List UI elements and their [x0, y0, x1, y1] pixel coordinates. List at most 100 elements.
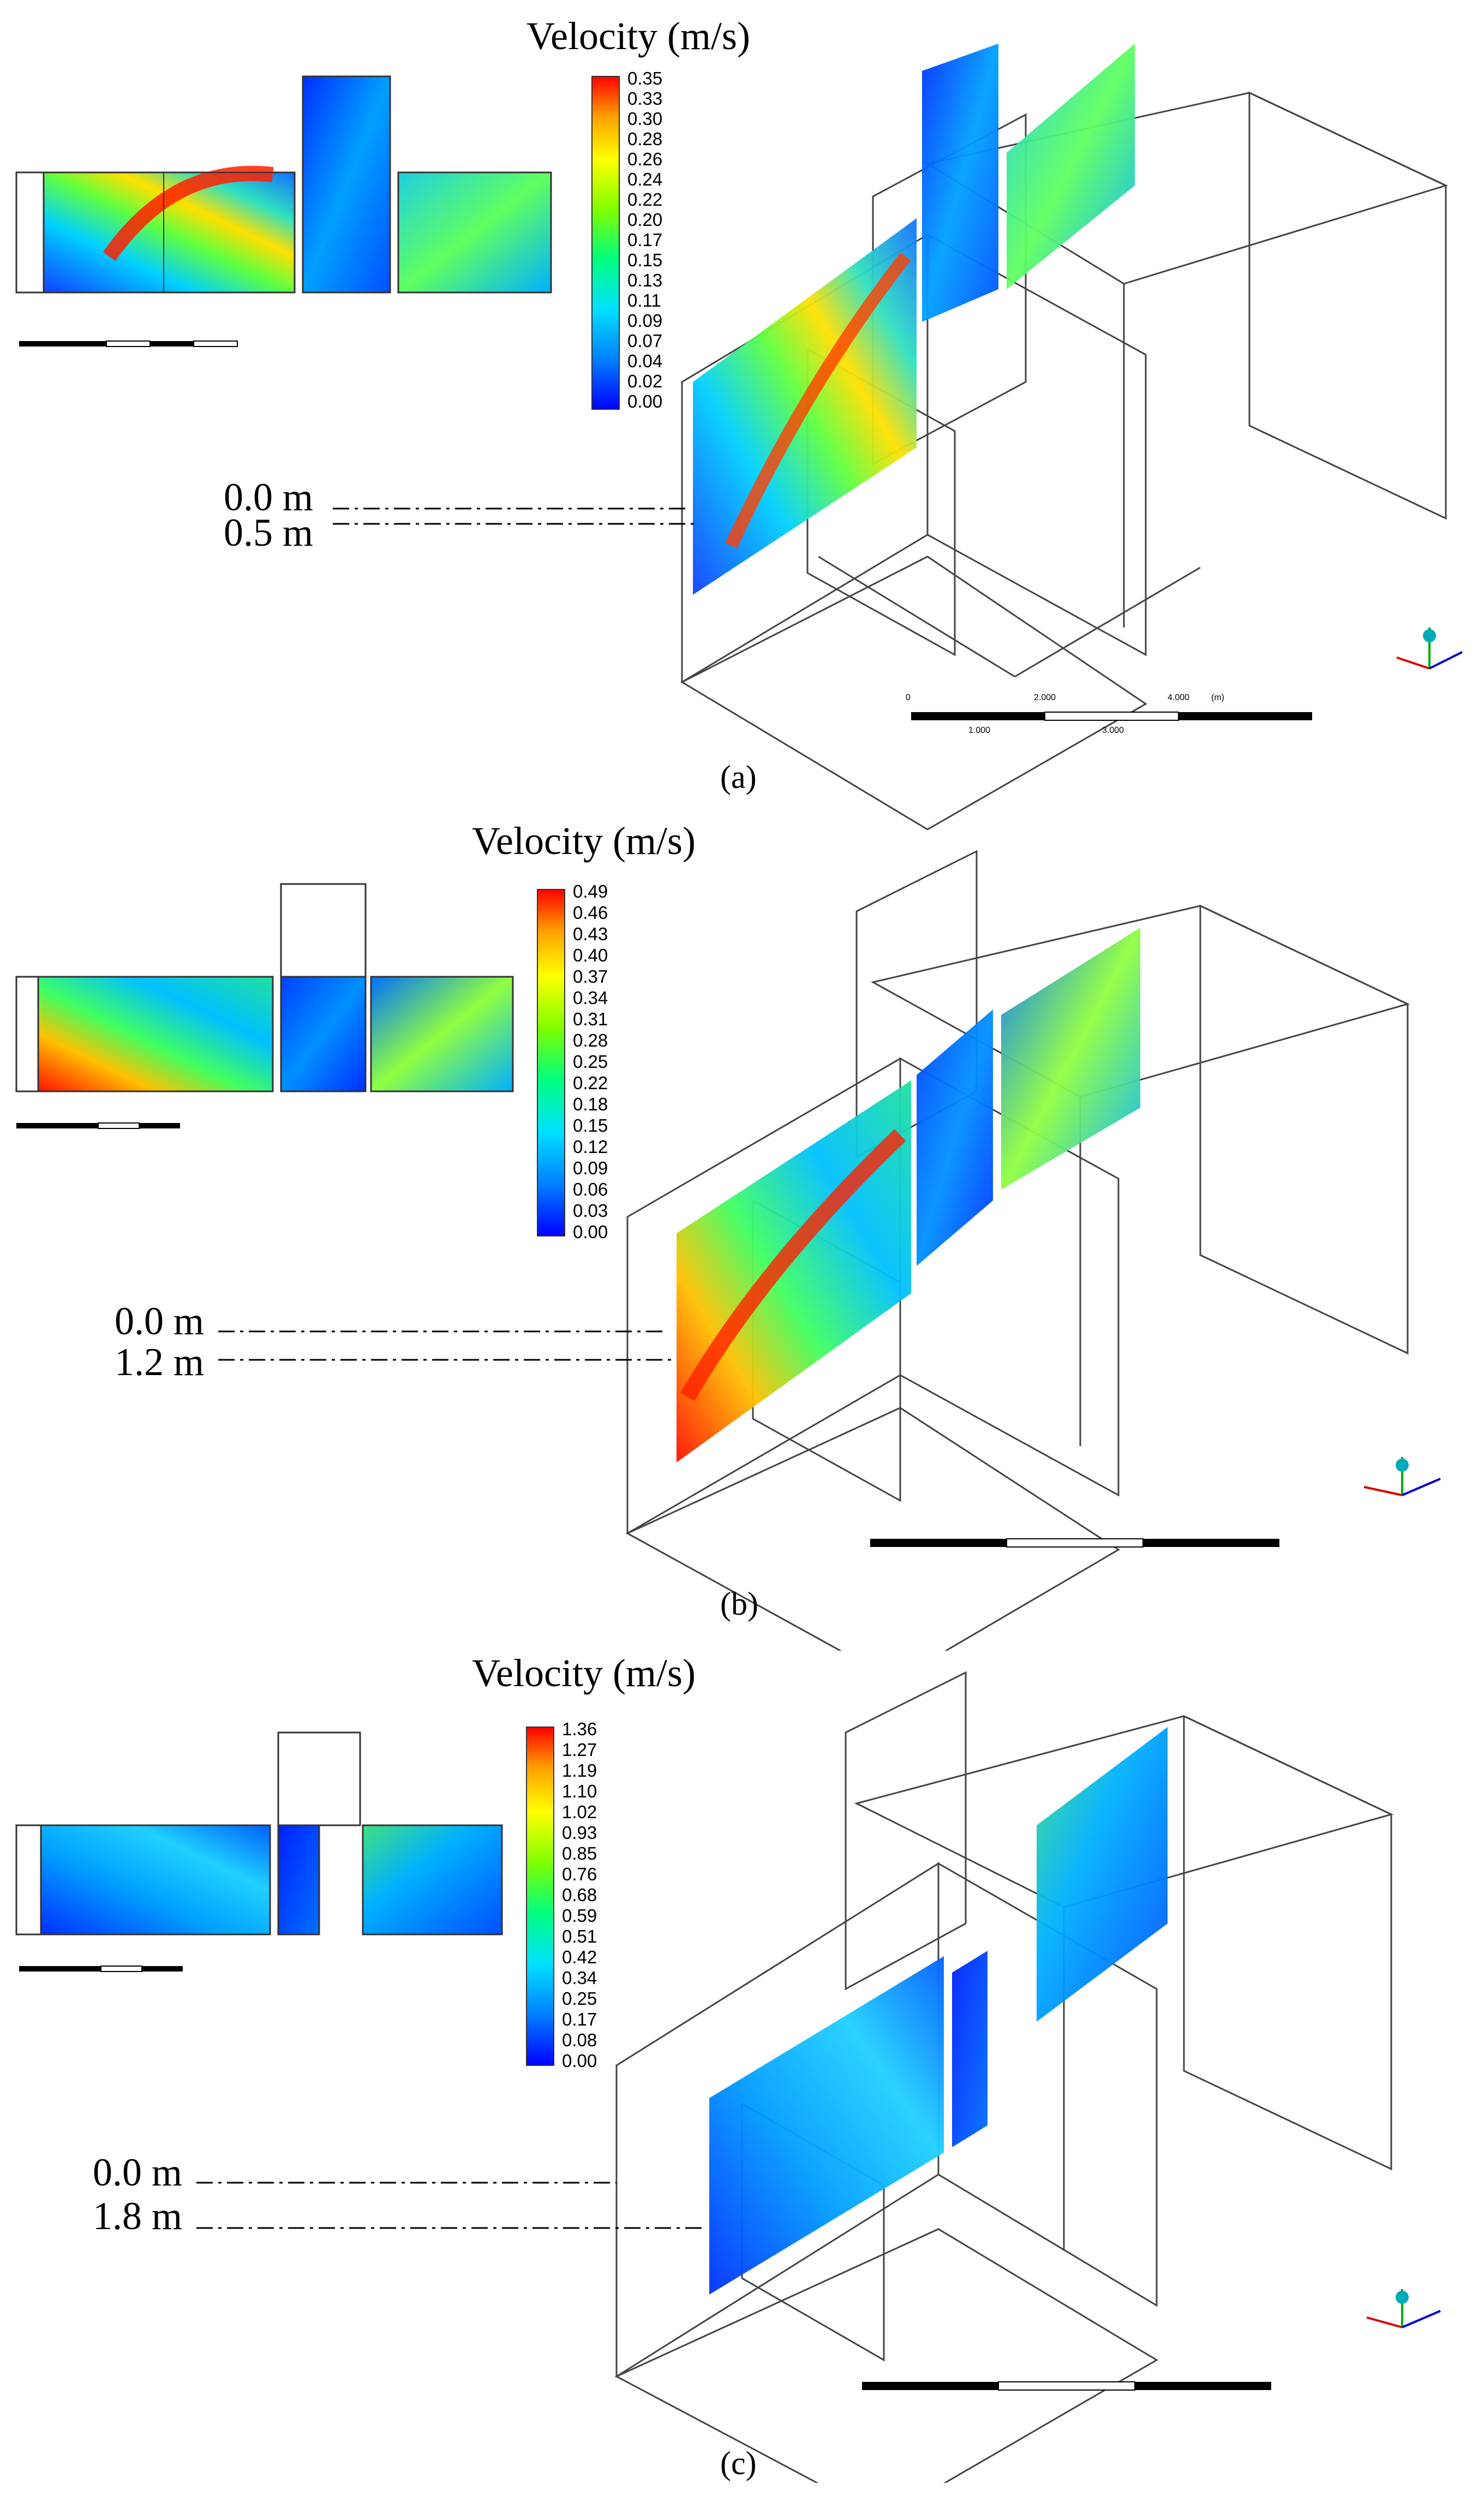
flow-slices — [693, 44, 1135, 595]
tick-label: 0.09 — [573, 1158, 608, 1178]
tick-label: 0.28 — [627, 129, 663, 149]
tick-label: 0.46 — [573, 903, 608, 923]
plan-view-contour — [15, 1731, 503, 1936]
tick-label: 0.25 — [562, 1988, 597, 2009]
panel-c-graphics — [15, 1671, 1441, 2483]
colorbar-ticks: 1.36 1.27 1.19 1.10 1.02 0.93 0.85 0.76 … — [562, 1719, 597, 2071]
axis-triad-icon — [1396, 628, 1463, 670]
plan-scale-bar — [16, 1122, 180, 1129]
tick-label: 1.27 — [562, 1740, 597, 1760]
level-lines — [196, 2182, 704, 2229]
tick-label: 0.00 — [562, 2051, 597, 2071]
panel-caption: (c) — [720, 2445, 757, 2481]
tick-label: 0.31 — [573, 1009, 608, 1029]
legend-title: Velocity (m/s) — [526, 14, 750, 58]
tick-label: 0.34 — [573, 988, 608, 1008]
level-label-bottom: 1.2 m — [115, 1340, 205, 1384]
legend-title: Velocity (m/s) — [472, 1651, 696, 1695]
tick-label: 0.51 — [562, 1926, 597, 1946]
scale-top-2: 4.000 — [1168, 693, 1190, 702]
main-scale-bar — [862, 2381, 1271, 2391]
scale-top-1: 2.000 — [1034, 693, 1056, 702]
tick-label: 0.30 — [627, 109, 663, 129]
plan-scale-bar — [19, 1966, 183, 1972]
tick-label: 0.34 — [562, 1968, 597, 1988]
main-scale-bar — [870, 1538, 1279, 1548]
tick-label: 0.06 — [573, 1179, 608, 1199]
panel-caption: (a) — [720, 759, 757, 795]
tick-label: 0.43 — [573, 924, 608, 944]
tick-label: 0.42 — [562, 1947, 597, 1967]
plan-view-contour — [15, 75, 552, 294]
tick-label: 0.20 — [627, 210, 663, 230]
level-label-bottom: 0.5 m — [224, 511, 314, 554]
tick-label: 0.26 — [627, 149, 663, 169]
tick-label: 0.22 — [573, 1073, 608, 1093]
tick-label: 0.03 — [573, 1200, 608, 1221]
tick-label: 0.68 — [562, 1885, 597, 1905]
colorbar — [537, 889, 565, 1236]
scale-bottom-0: 1.000 — [968, 726, 991, 735]
level-lines — [333, 507, 698, 525]
panel-b-graphics — [15, 850, 1441, 1651]
axis-triad-icon — [1363, 1457, 1441, 1496]
tick-label: 0.08 — [562, 2030, 597, 2050]
axis-triad-icon — [1366, 2289, 1441, 2328]
legend-title: Velocity (m/s) — [472, 819, 696, 863]
scale-top-3: (m) — [1211, 693, 1224, 702]
tick-label: 0.07 — [627, 331, 663, 351]
tick-label: 0.59 — [562, 1905, 597, 1926]
tick-label: 0.11 — [627, 290, 661, 310]
tick-label: 0.24 — [627, 169, 663, 189]
level-label-bottom: 1.8 m — [93, 2194, 183, 2238]
panel-a-graphics — [15, 44, 1463, 831]
tick-label: 1.36 — [562, 1719, 597, 1739]
tick-label: 0.15 — [627, 250, 663, 270]
tick-label: 0.00 — [627, 391, 663, 411]
tick-label: 1.10 — [562, 1781, 597, 1801]
plan-scale-bar — [19, 340, 238, 347]
tick-label: 0.28 — [573, 1030, 608, 1050]
colorbar-ticks: 0.49 0.46 0.43 0.40 0.37 0.34 0.31 0.28 … — [573, 881, 608, 1243]
tick-label: 0.13 — [627, 270, 663, 290]
tick-label: 0.17 — [627, 230, 663, 250]
tick-label: 0.49 — [573, 881, 608, 901]
building-wireframe — [614, 1671, 1394, 2483]
scale-top-0: 0 — [906, 693, 911, 702]
tick-label: 0.22 — [627, 189, 663, 210]
panel-c: Velocity (m/s) — [0, 1651, 1484, 2483]
tick-label: 0.40 — [573, 945, 608, 965]
tick-label: 0.17 — [562, 2009, 597, 2029]
tick-label: 0.12 — [573, 1137, 608, 1157]
tick-label: 0.15 — [573, 1115, 608, 1136]
flow-slices — [709, 1727, 1168, 2295]
level-label-top: 0.0 m — [115, 1299, 205, 1343]
tick-label: 0.85 — [562, 1843, 597, 1863]
scale-bottom-1: 3.000 — [1102, 726, 1124, 735]
tick-label: 0.02 — [627, 371, 663, 391]
tick-label: 0.04 — [627, 351, 663, 371]
level-label-top: 0.0 m — [93, 2150, 183, 2194]
plan-view-contour — [15, 883, 514, 1092]
tick-label: 1.19 — [562, 1760, 597, 1781]
flow-slices — [677, 928, 1140, 1462]
panel-b: Velocity (m/s) — [0, 819, 1484, 1651]
panel-caption: (b) — [720, 1586, 758, 1622]
tick-label: 0.33 — [627, 88, 663, 109]
panel-a: Velocity (m/s) — [0, 0, 1484, 832]
tick-label: 0.25 — [573, 1052, 608, 1072]
tick-label: 0.76 — [562, 1864, 597, 1884]
tick-label: 0.00 — [573, 1222, 608, 1242]
tick-label: 0.18 — [573, 1094, 608, 1114]
level-label-top: 0.0 m — [224, 475, 314, 519]
tick-label: 0.09 — [627, 310, 663, 331]
colorbar-ticks: 0.35 0.33 0.30 0.28 0.26 0.24 0.22 0.20 … — [627, 68, 662, 411]
colorbar — [591, 76, 620, 410]
level-lines — [218, 1330, 677, 1361]
main-scale-bar — [911, 712, 1312, 721]
tick-label: 0.93 — [562, 1823, 597, 1843]
tick-label: 1.02 — [562, 1802, 597, 1822]
colorbar — [526, 1727, 554, 2066]
tick-label: 0.37 — [573, 966, 608, 987]
tick-label: 0.35 — [627, 68, 663, 88]
